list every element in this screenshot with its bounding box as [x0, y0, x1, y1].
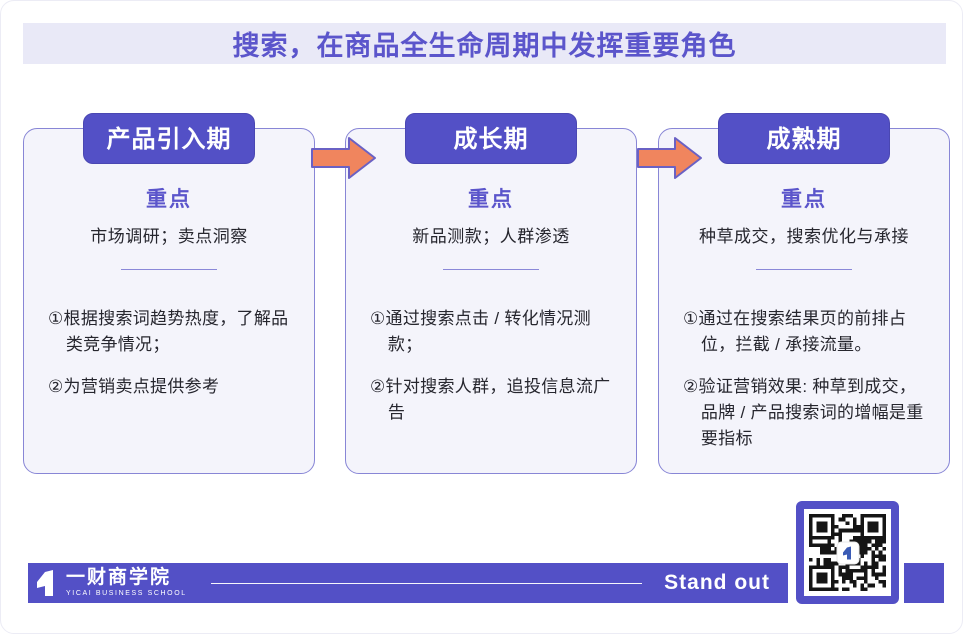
yicai-one-flag-icon [37, 570, 53, 596]
focus-label: 重点 [146, 188, 192, 211]
point-item: ①通过搜索点击 / 转化情况测款； [370, 309, 591, 355]
brand-name-cn: 一财商学院 [66, 567, 172, 588]
page-title: 搜索，在商品全生命周期中发挥重要角色 [232, 31, 737, 61]
point-item: ①根据搜索词趋势热度，了解品类竞争情况； [48, 309, 289, 355]
qr-center-logo-icon [837, 542, 858, 563]
card-introduction-stage: 产品引入期 重点 市场调研；卖点洞察 ①根据搜索词趋势热度，了解品类竞争情况； … [23, 113, 315, 474]
points-list: ①根据搜索词趋势热度，了解品类竞争情况； ②为营销卖点提供参考 [48, 306, 296, 400]
focus-text: 种草成交，搜索优化与承接 [699, 227, 909, 246]
brand-name-en: YICAI BUSINESS SCHOOL [66, 590, 187, 597]
point-item: ②针对搜索人群，追投信息流广告 [370, 376, 611, 423]
card-growth-stage: 成长期 重点 新品测款；人群渗透 ①通过搜索点击 / 转化情况测款； ②针对搜索… [345, 113, 637, 474]
footer-slogan: Stand out [664, 571, 770, 594]
card-maturity-stage: 成熟期 重点 种草成交，搜索优化与承接 ①通过在搜索结果页的前排占位，拦截 / … [658, 113, 950, 474]
divider [756, 269, 852, 270]
focus-label: 重点 [468, 188, 514, 211]
footer-divider-line [210, 582, 643, 584]
focus-text: 新品测款；人群渗透 [412, 227, 570, 246]
divider [121, 269, 217, 270]
points-list: ①通过搜索点击 / 转化情况测款； ②针对搜索人群，追投信息流广告 [370, 306, 618, 426]
point-item: ①通过在搜索结果页的前排占位，拦截 / 承接流量。 [683, 309, 907, 355]
point-item: ②为营销卖点提供参考 [48, 376, 220, 396]
stage-badge: 产品引入期 [83, 113, 255, 164]
brand-name-block: 一财商学院 YICAI BUSINESS SCHOOL [66, 568, 187, 598]
stage-badge: 成熟期 [718, 113, 890, 164]
points-list: ①通过在搜索结果页的前排占位，拦截 / 承接流量。 ②验证营销效果: 种草到成交… [683, 306, 931, 453]
footer-bar: 一财商学院 YICAI BUSINESS SCHOOL Stand out [28, 563, 788, 603]
focus-label: 重点 [781, 188, 827, 211]
focus-text: 市场调研；卖点洞察 [90, 227, 248, 246]
title-bar: 搜索，在商品全生命周期中发挥重要角色 [23, 23, 946, 64]
footer-bar-right [904, 563, 944, 603]
qr-code [804, 509, 891, 596]
point-item: ②验证营销效果: 种草到成交，品牌 / 产品搜索词的增幅是重要指标 [683, 376, 924, 449]
stage-badge: 成长期 [405, 113, 577, 164]
qr-code-frame [796, 501, 899, 604]
arrow-right-icon [637, 137, 702, 179]
arrow-right-icon [311, 137, 376, 179]
divider [443, 269, 539, 270]
